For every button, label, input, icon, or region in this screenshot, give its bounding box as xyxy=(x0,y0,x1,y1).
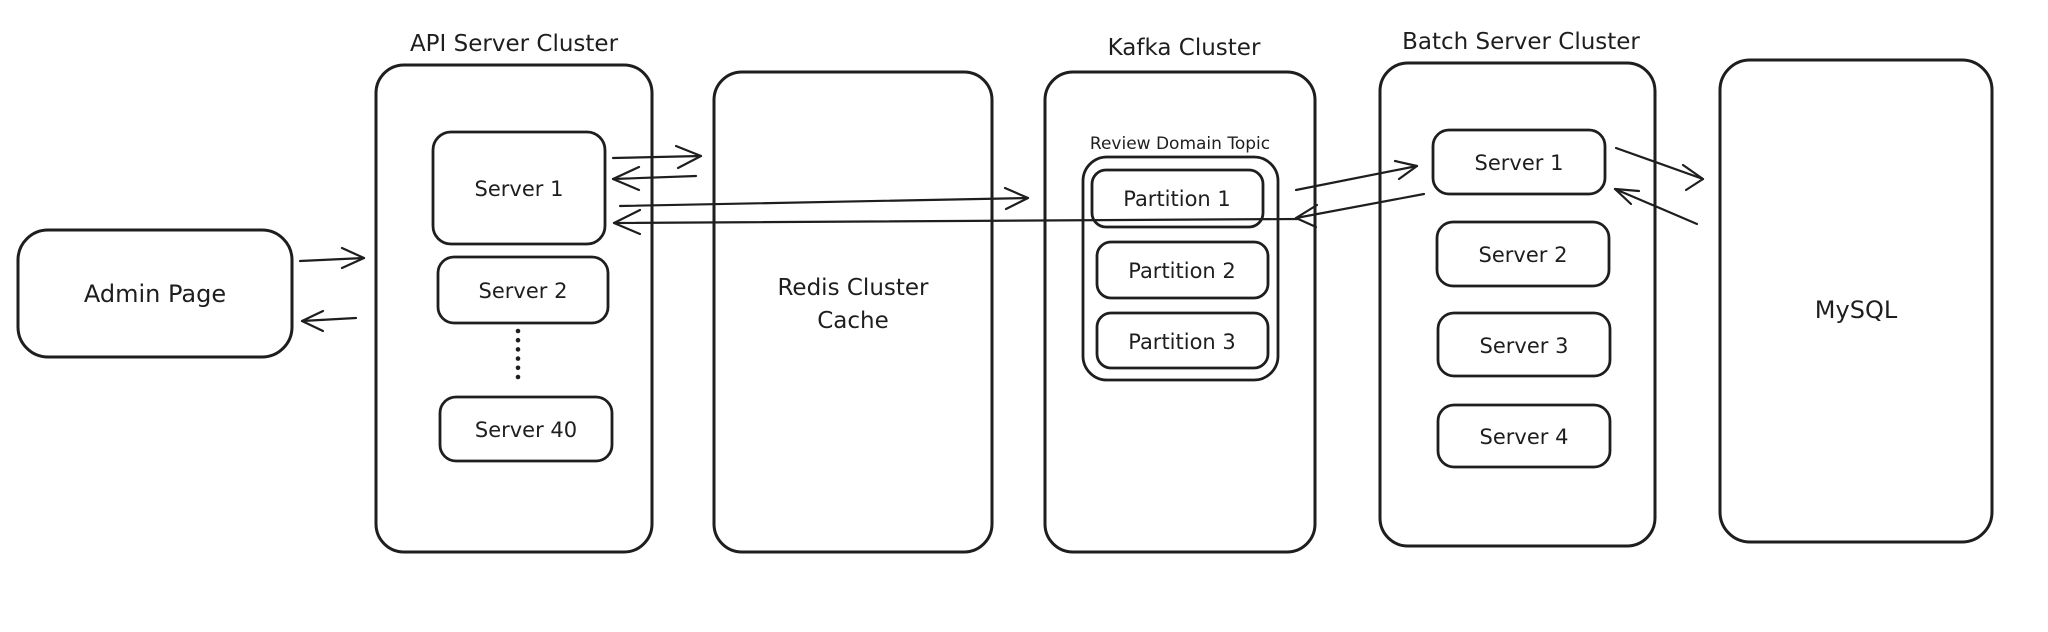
batch-server-3-node: Server 3 xyxy=(1436,311,1612,378)
batch-server-1-label: Server 1 xyxy=(1475,151,1564,175)
arrow-redis-to-api-server1 xyxy=(611,165,698,192)
api-server-1-node: Server 1 xyxy=(431,130,607,246)
batch-server-4-node: Server 4 xyxy=(1436,403,1612,469)
ellipsis-dots-icon xyxy=(515,328,521,380)
arrow-batch-server1-to-kafka-partition1 xyxy=(1294,192,1426,229)
partition-1-label: Partition 1 xyxy=(1123,187,1231,211)
redis-label-line2: Cache xyxy=(817,308,889,334)
api-server-cluster-title: API Server Cluster xyxy=(410,31,619,57)
kafka-cluster-title: Kafka Cluster xyxy=(1108,35,1261,61)
arrow-kafka-partition1-to-batch-server1 xyxy=(1294,159,1419,192)
arrow-batch-server1-to-mysql xyxy=(1614,146,1705,192)
arrow-admin-to-api xyxy=(298,246,366,270)
api-server-1-label: Server 1 xyxy=(475,177,564,201)
partition-1-node: Partition 1 xyxy=(1090,168,1265,229)
api-server-40-label: Server 40 xyxy=(475,418,577,442)
partition-2-label: Partition 2 xyxy=(1128,259,1236,283)
batch-server-cluster-title: Batch Server Cluster xyxy=(1402,29,1640,55)
batch-server-1-node: Server 1 xyxy=(1431,128,1607,196)
batch-server-3-label: Server 3 xyxy=(1480,334,1569,358)
redis-cluster-cache-node: Redis Cluster Cache xyxy=(712,70,994,554)
admin-page-node: Admin Page xyxy=(16,228,294,359)
api-server-2-label: Server 2 xyxy=(479,279,568,303)
batch-server-2-node: Server 2 xyxy=(1435,220,1611,288)
arrow-api-server1-to-kafka xyxy=(618,186,1030,211)
partition-2-node: Partition 2 xyxy=(1095,240,1270,300)
arrow-kafka-to-api-server1 xyxy=(612,208,1300,236)
arrow-api-to-admin xyxy=(300,309,358,333)
batch-server-2-label: Server 2 xyxy=(1479,243,1568,267)
api-server-2-node: Server 2 xyxy=(436,255,610,325)
partition-3-label: Partition 3 xyxy=(1128,330,1236,354)
redis-label-line1: Redis Cluster xyxy=(777,275,929,301)
review-domain-topic-node: Partition 1 Partition 2 Partition 3 xyxy=(1081,155,1280,382)
batch-server-cluster-node: Batch Server Cluster Server 1 Server 2 S… xyxy=(1378,29,1657,548)
api-server-cluster-node: API Server Cluster Server 1 Server 2 Ser… xyxy=(374,31,654,554)
api-server-40-node: Server 40 xyxy=(438,395,614,463)
mysql-label: MySQL xyxy=(1815,296,1898,324)
partition-3-node: Partition 3 xyxy=(1095,311,1270,370)
batch-server-4-label: Server 4 xyxy=(1480,425,1569,449)
arrow-mysql-to-batch-server1 xyxy=(1613,187,1699,226)
mysql-node: MySQL xyxy=(1718,58,1994,544)
review-domain-topic-label: Review Domain Topic xyxy=(1090,134,1270,154)
kafka-cluster-node: Kafka Cluster Review Domain Topic Partit… xyxy=(1043,35,1317,554)
admin-page-label: Admin Page xyxy=(84,280,226,308)
arrow-api-server1-to-redis xyxy=(611,144,703,170)
